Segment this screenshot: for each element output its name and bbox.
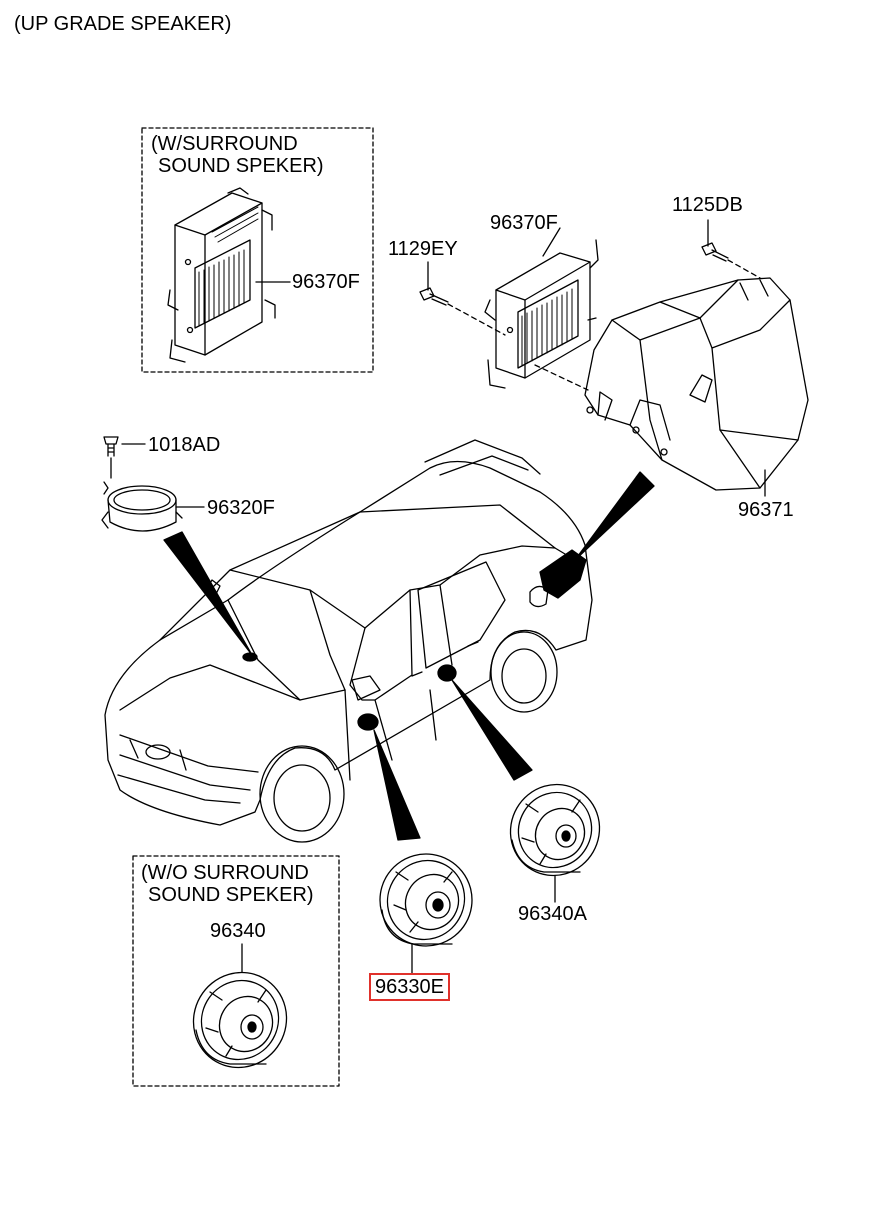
with-surround-box — [141, 127, 374, 373]
subwoofer-box-drawing — [584, 277, 809, 491]
tweeter-drawing — [101, 481, 183, 532]
without-surround-label-line2: SOUND SPEKER) — [148, 884, 314, 906]
screw-1018ad-label: 1018AD — [148, 434, 221, 456]
vehicle-drawing — [104, 439, 593, 843]
rear-door-speaker-location — [437, 664, 457, 682]
amp-to-box-dash — [534, 364, 589, 391]
subwoofer-box-label: 96371 — [738, 499, 794, 521]
bolt-1125db-drawing — [701, 242, 729, 262]
page-title: (UP GRADE SPEAKER) — [14, 13, 232, 35]
amplifier-drawing — [484, 239, 599, 389]
amplifier-label: 96370F — [490, 212, 558, 234]
with-surround-label-line1: (W/SURROUND — [151, 133, 298, 155]
front-door-speaker-label[interactable]: 96330E — [369, 973, 450, 1001]
amplifier-inset-drawing — [167, 187, 276, 363]
tweeter-location-mark — [242, 652, 258, 662]
rear-door-speaker-label: 96340A — [518, 903, 587, 925]
front-door-speaker-callout-wedge — [373, 729, 421, 841]
without-surround-label-line1: (W/O SURROUND — [141, 862, 309, 884]
tweeter-label: 96320F — [207, 497, 275, 519]
subwoofer-callout-wedge — [574, 471, 655, 561]
bolt-1125db-label: 1125DB — [672, 194, 743, 216]
bolt-1129ey-label: 1129EY — [388, 238, 458, 260]
tweeter-callout-wedge — [163, 531, 253, 656]
bolt-1129ey-drawing — [419, 287, 449, 306]
screw-1018ad-drawing — [103, 436, 119, 457]
subwoofer-location — [539, 549, 587, 599]
speaker-inset-drawing — [192, 971, 288, 1069]
rear-door-speaker-drawing — [509, 783, 601, 877]
without-surround-part-label: 96340 — [210, 920, 266, 942]
rear-door-speaker-callout-wedge — [451, 679, 533, 781]
bolt-1125db-dash — [727, 259, 761, 279]
with-surround-label-line2: SOUND SPEKER) — [158, 155, 324, 177]
amplifier-leader — [542, 227, 561, 257]
front-door-speaker-drawing — [379, 853, 473, 947]
front-door-speaker-location — [357, 713, 379, 731]
with-surround-part-label: 96370F — [292, 271, 360, 293]
without-surround-box — [132, 855, 340, 1087]
bolt-1129ey-dash — [447, 303, 506, 336]
